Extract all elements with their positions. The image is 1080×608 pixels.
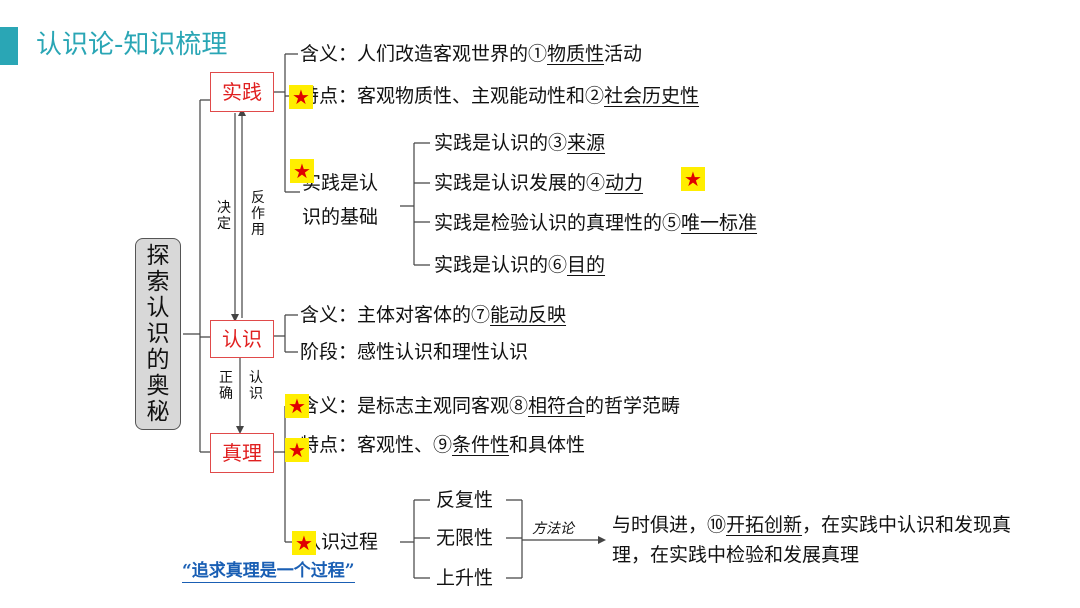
- basis-item: 实践是认识发展的④动力: [434, 172, 644, 194]
- practice-feature: 特点：客观物质性、主观能动性和②社会历史性: [300, 85, 700, 107]
- star-icon: ★: [290, 159, 314, 183]
- star-icon: ★: [285, 394, 309, 418]
- star-icon: ★: [285, 438, 309, 462]
- relation-know: 认识: [249, 370, 263, 402]
- root-node: 探 索 认 识 的 奥 秘: [135, 238, 181, 430]
- star-icon: ★: [292, 531, 316, 555]
- node-cognition: 认识: [210, 320, 274, 358]
- truth-process-label: 认识过程: [302, 531, 379, 553]
- process-item: 反复性: [436, 489, 494, 511]
- truth-quote: “追求真理是一个过程”: [182, 561, 355, 583]
- relation-correct: 正确: [219, 370, 233, 402]
- method-label: 方法论: [532, 521, 574, 537]
- page-title: 认识论-知识梳理: [36, 30, 228, 60]
- practice-meaning: 含义：人们改造客观世界的①物质性活动: [300, 43, 643, 65]
- basis-item: 实践是认识的⑥目的: [434, 254, 606, 276]
- cognition-meaning: 含义：主体对客体的⑦能动反映: [300, 304, 567, 326]
- method-line-1: 与时俱进，⑩开拓创新，在实践中认识和发现真: [612, 514, 1012, 536]
- title-accent-bar: [0, 27, 18, 65]
- truth-feature: 特点：客观性、⑨条件性和具体性: [300, 434, 586, 456]
- method-line-2: 理，在实践中检验和发展真理: [612, 544, 860, 566]
- star-icon: ★: [289, 85, 313, 109]
- process-item: 上升性: [436, 567, 494, 589]
- basis-item: 实践是认识的③来源: [434, 132, 606, 154]
- node-practice: 实践: [210, 72, 274, 112]
- relation-decide: 决定: [217, 200, 231, 232]
- node-truth: 真理: [210, 433, 274, 473]
- relation-reaction: 反作用: [251, 190, 265, 238]
- truth-meaning: 含义：是标志主观同客观⑧相符合的哲学范畴: [300, 395, 681, 417]
- process-item: 无限性: [436, 527, 494, 549]
- practice-basis-label: 实践是认识的基础: [302, 172, 379, 228]
- cognition-stage: 阶段：感性认识和理性认识: [300, 341, 529, 363]
- star-icon: ★: [681, 167, 705, 191]
- basis-item: 实践是检验认识的真理性的⑤唯一标准: [434, 212, 758, 234]
